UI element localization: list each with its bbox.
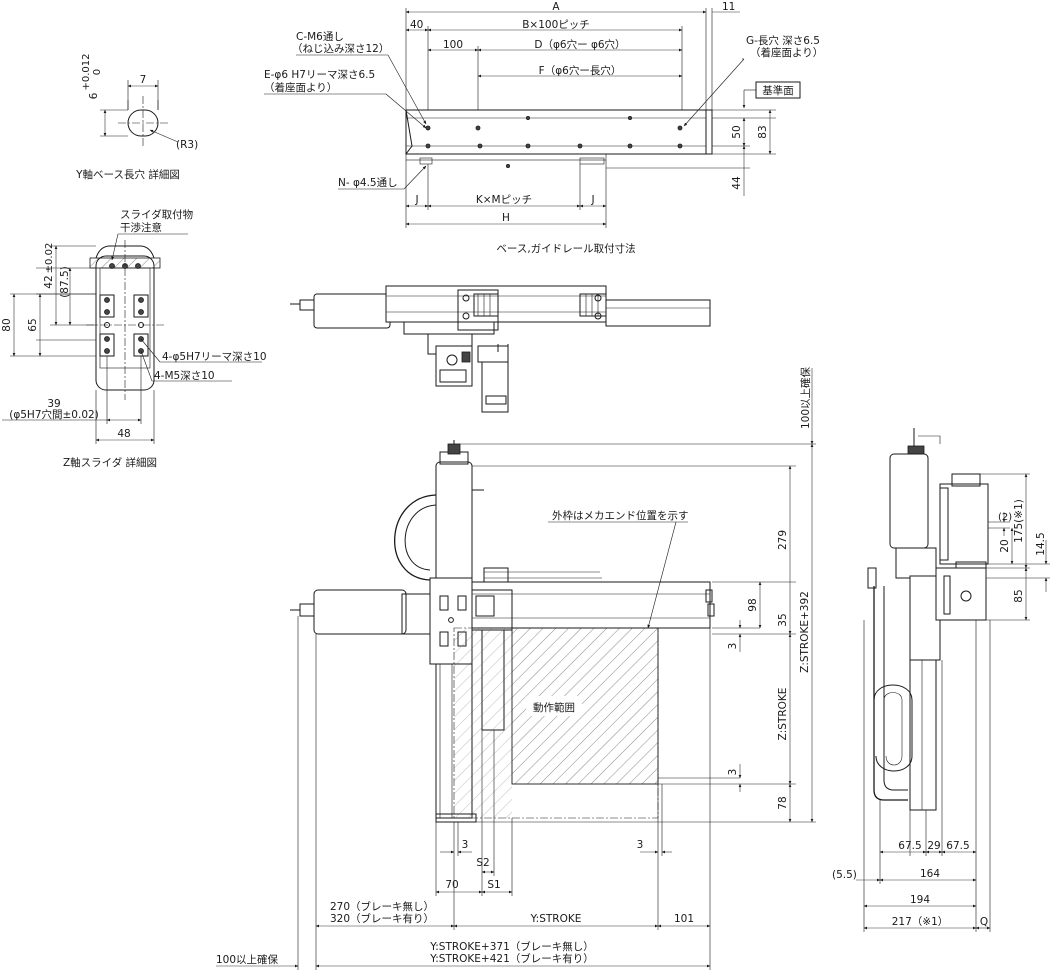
dim-67-5b: 67.5	[946, 840, 969, 852]
y-stroke-421: Y:STROKE+421（ブレーキ有り）	[429, 952, 594, 965]
callout-E1: E-φ6 H7リーマ深さ6.5	[264, 69, 375, 81]
dim-y-stroke: Y:STROKE	[530, 913, 582, 925]
radius-label: (R3)	[176, 139, 198, 151]
dim-KM: K×Mピッチ	[476, 194, 532, 206]
dim-35: 35	[777, 613, 789, 626]
tol-42: ±0.02	[44, 243, 55, 274]
dim-65: 65	[27, 318, 39, 331]
y-slot-caption: Y軸ベース長穴 詳細図	[75, 168, 180, 181]
dim-85: 85	[1013, 589, 1025, 602]
callout-G2: （着座面より）	[750, 46, 823, 59]
side-z-motor	[889, 453, 929, 549]
base-mounting-view: A 11 40 B×100ピッチ 100 D（φ6穴ー φ6穴） F（φ6穴ー長…	[264, 1, 823, 255]
dim-100: 100	[443, 39, 463, 51]
note-line2: 干渉注意	[120, 221, 162, 234]
callout-G1: G-長穴 深さ6.5	[746, 34, 820, 47]
dim-S2: S2	[476, 857, 489, 869]
top-axis	[385, 285, 607, 323]
dim-48: 48	[117, 428, 130, 440]
dim-H: H	[502, 212, 510, 224]
dim-14-5: 14.5	[1035, 532, 1047, 555]
dim-20: 20	[999, 539, 1011, 552]
side-view: (2) 20 175(※1) 14.5 85 67.5 29 67.5 (5.5…	[832, 428, 1050, 932]
dim-3c: 3	[462, 839, 469, 851]
dim-z-stroke-392: Z:STROKE+392	[799, 591, 811, 673]
dim-44: 44	[731, 176, 743, 190]
dim-7: 7	[140, 74, 147, 86]
dim-5-5: (5.5)	[832, 869, 857, 881]
dim-164: 164	[920, 868, 940, 880]
base-caption: ベース,ガイドレール取付寸法	[496, 242, 635, 255]
base-holes	[425, 116, 683, 149]
dim-100-left: 100以上確保	[216, 953, 279, 966]
dim-87-5: (87.5)	[59, 266, 71, 298]
dim-J-left: J	[414, 194, 418, 206]
callout-E2: （着座面より）	[264, 81, 337, 94]
ref-surface: 基準面	[762, 84, 794, 97]
dim-194: 194	[910, 894, 930, 906]
callout-N: N- φ4.5通し	[338, 177, 398, 189]
dim-98: 98	[747, 598, 759, 611]
dim-78: 78	[777, 796, 789, 809]
tol-low: 0	[92, 69, 103, 75]
brake-none-270: 270（ブレーキ無し）	[330, 900, 434, 913]
y-slot-detail: 7 6 +0.012 0 (R3) Y軸ベース長穴 詳細図	[75, 53, 198, 181]
dim-z-stroke: Z:STROKE	[777, 688, 789, 741]
front-view: 動作範囲 外枠はメカエンド位置を示す 100以上確保 279 98 35 Z:S…	[216, 366, 816, 970]
motion-range-label: 動作範囲	[533, 701, 575, 714]
dim-3b: 3	[727, 769, 739, 776]
dim-3a: 3	[727, 643, 739, 650]
dim-Q: Q	[980, 916, 988, 928]
outline-note: 外枠はメカエンド位置を示す	[552, 509, 689, 522]
dim-83: 83	[757, 125, 769, 138]
dim-39-note: (φ5H7穴間±0.02)	[9, 408, 99, 421]
dim-6: 6	[88, 92, 100, 99]
dim-100-up: 100以上確保	[799, 366, 812, 429]
hole-callout-2: 4-M5深さ10	[154, 370, 215, 382]
dim-3d: 3	[637, 839, 644, 851]
dim-67-5a: 67.5	[898, 840, 921, 852]
dim-80: 80	[1, 318, 13, 331]
dim-11: 11	[722, 1, 735, 13]
dim-40: 40	[410, 19, 423, 31]
tol-up: +0.012	[81, 53, 92, 90]
dim-F: F（φ6穴ー長穴）	[539, 64, 622, 77]
brake-with-320: 320（ブレーキ有り）	[330, 912, 434, 925]
hole-callout-1: 4-φ5H7リーマ深さ10	[162, 351, 267, 363]
dim-175: 175(※1)	[1013, 499, 1025, 543]
top-motor	[313, 293, 391, 329]
dim-29: 29	[927, 840, 940, 852]
z-column	[435, 461, 473, 585]
dim-S1: S1	[487, 879, 500, 891]
y-motor	[313, 589, 407, 635]
dim-42: 42	[43, 275, 55, 288]
dim-217: 217（※1）	[892, 916, 949, 928]
base-rail	[405, 109, 707, 155]
y-stroke-371: Y:STROKE+371（ブレーキ無し）	[429, 940, 594, 953]
dim-39: 39	[47, 398, 60, 410]
dim-D: D（φ6穴ー φ6穴）	[534, 38, 625, 51]
callout-C2: （ねじ込み深さ12）	[292, 43, 389, 55]
dim-70: 70	[445, 879, 458, 891]
dim-101: 101	[674, 913, 694, 925]
z-slider-detail: スライダ取付物 干渉注意 42 ±0.02 (87.5) 80 65 4-φ5H…	[1, 208, 267, 469]
dim-2: (2)	[998, 512, 1012, 523]
dim-A: A	[552, 1, 560, 13]
dim-50: 50	[731, 125, 743, 138]
dim-279: 279	[777, 530, 789, 550]
dim-B: B×100ピッチ	[522, 19, 590, 31]
z-slider-caption: Z軸スライダ 詳細図	[63, 456, 157, 469]
callout-C1: C-M6通し	[296, 31, 344, 43]
dim-J-right: J	[590, 194, 594, 206]
top-view	[290, 285, 711, 413]
note-line1: スライダ取付物	[120, 208, 193, 221]
